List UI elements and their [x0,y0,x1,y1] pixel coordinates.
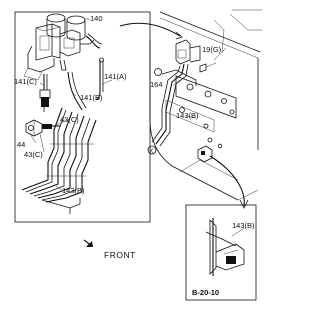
callout-164: 164 [150,80,163,89]
reference-curve-inset [209,155,245,207]
hose-141b [67,71,83,111]
circle-k-marker [147,145,157,155]
inset-detail: 143(B) B-20-10 [185,204,257,301]
hose-141c [39,74,51,112]
pipe-141a [95,60,101,101]
callout-141a: 141(A) [104,72,127,81]
callout-143b-right: 143(B) [176,111,199,120]
callout-19g: 19(G) [202,45,222,54]
callout-44: 44 [17,140,25,149]
diagram-canvas: 140 141(C) 141(A) 141(B) 43(C) 44 43(C) … [14,9,262,301]
parts-diagram: 140 141(C) 141(A) 141(B) 43(C) 44 43(C) … [14,9,262,301]
connector-block [197,145,213,163]
callout-141c: 141(C) [14,77,37,86]
callout-140: 140 [90,14,103,23]
callout-43c-bottom: 43(C) [24,150,43,159]
circle-k-label: K [150,149,154,155]
front-direction: FRONT [83,239,136,260]
callout-143b-inset: 143(B) [232,221,255,230]
reference-curve-top [119,22,181,37]
inset-frame [185,204,257,301]
vehicle-body: K 19(G) 164 143(B) [147,9,262,201]
mounting-plate [175,75,237,119]
reference-code: B-20-10 [192,288,219,297]
front-label: FRONT [104,250,136,260]
valve-assembly [23,13,103,81]
callout-143b-main: 143(B) [62,186,85,195]
left-detail-panel: 140 141(C) 141(A) 141(B) 43(C) 44 43(C) … [14,11,151,223]
callout-141b: 141(B) [80,93,103,102]
callout-43c-top: 43(C) [60,115,79,124]
left-leader-lines [29,18,113,191]
pipe-bundle [21,107,97,214]
